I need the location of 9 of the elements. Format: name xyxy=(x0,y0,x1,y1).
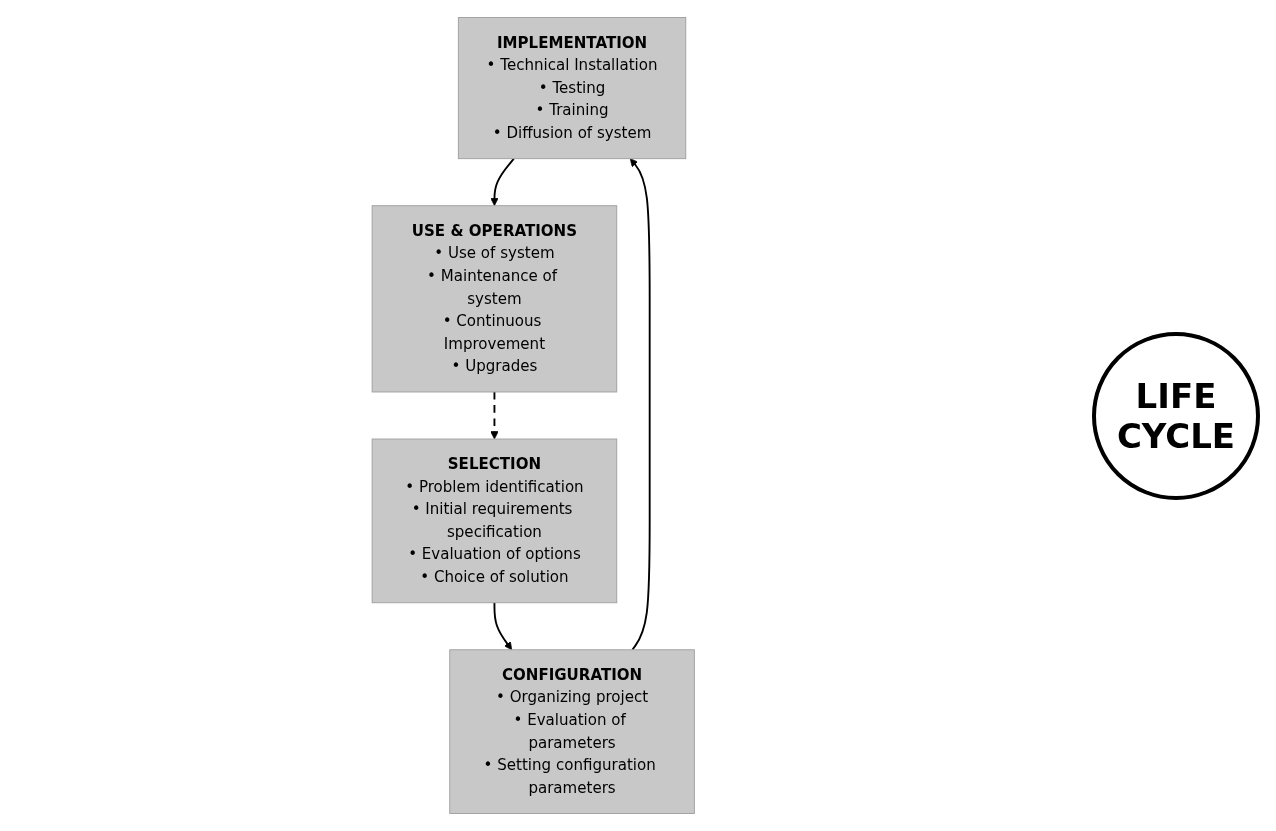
arrow xyxy=(493,601,512,651)
arrow xyxy=(629,158,651,651)
arrow xyxy=(490,157,515,207)
node-box: SELECTION • Problem identification • Initial requirements specification • Evaluation of options • Choice of solution xyxy=(371,438,617,604)
node-box: IMPLEMENTATION • Technical Installation • Testing • Training • Diffusion of system xyxy=(457,17,686,160)
arrow xyxy=(490,391,499,440)
node-box: CONFIGURATION • Organizing project • Evaluation of parameters • Setting configuration parameters xyxy=(449,649,695,814)
cycle-label: LIFE CYCLE xyxy=(1092,331,1260,500)
node-box: USE & OPERATIONS • Use of system • Maintenance of system • Continuous Improvement • Upgrades xyxy=(371,205,617,393)
